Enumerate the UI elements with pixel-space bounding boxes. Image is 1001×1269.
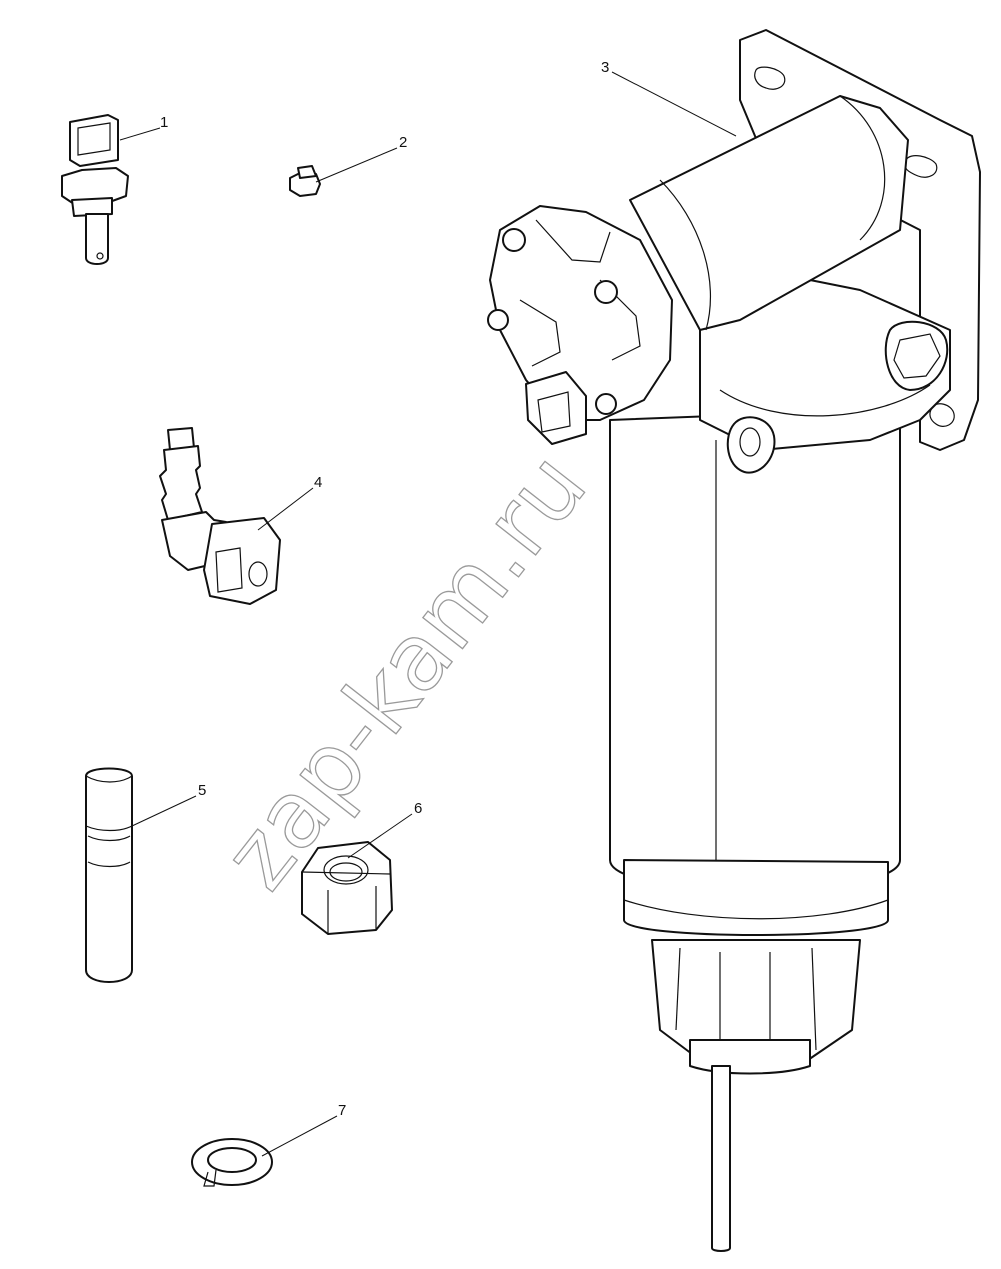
part-6-hex-nut[interactable] <box>301 841 393 935</box>
part-7-lock-washer[interactable] <box>191 1138 273 1187</box>
callout-5: 5 <box>198 782 206 799</box>
part-2-plug[interactable] <box>289 165 321 197</box>
callout-1: 1 <box>160 114 168 131</box>
part-3-filter-assembly[interactable] <box>487 29 981 1252</box>
part-1-sensor[interactable] <box>61 114 129 265</box>
leader-lines <box>119 71 737 1157</box>
callout-7: 7 <box>338 1102 346 1119</box>
part-4-elbow-connector[interactable] <box>159 427 281 605</box>
callout-2: 2 <box>399 134 407 151</box>
callout-3: 3 <box>601 59 609 76</box>
part-5-sleeve[interactable] <box>85 767 133 983</box>
watermark: zap-kam.ru <box>203 433 607 908</box>
callout-labels: 1 2 3 4 5 6 7 <box>160 59 609 1119</box>
callout-6: 6 <box>414 800 422 817</box>
callout-4: 4 <box>314 474 322 491</box>
